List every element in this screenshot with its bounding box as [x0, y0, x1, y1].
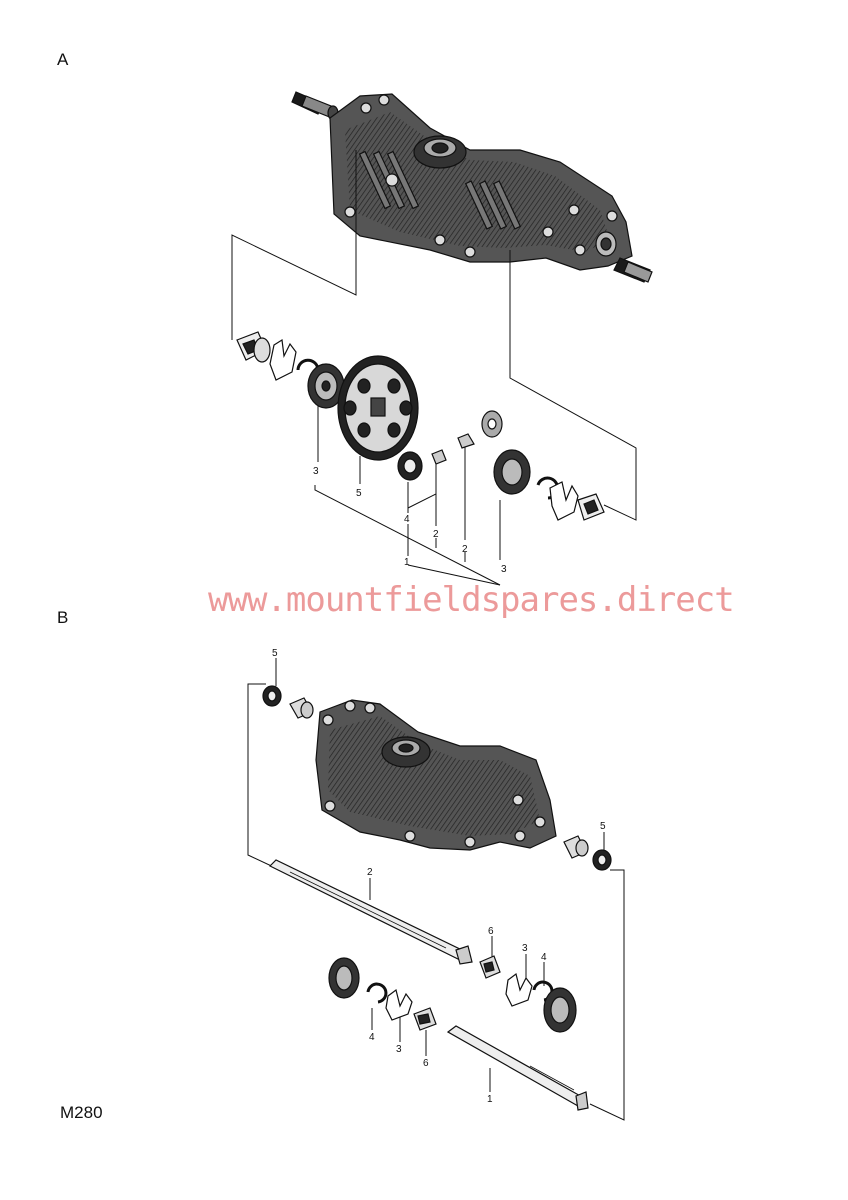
retaining-clip-right-a — [549, 481, 579, 521]
clip-3-upper-b — [505, 972, 533, 1007]
large-gear-5-a — [337, 355, 419, 461]
input-shaft-stub-a — [291, 91, 339, 121]
gear-3-right-a — [493, 449, 531, 495]
clip-3-lower-b — [385, 988, 413, 1021]
section-label-b: B — [57, 608, 69, 627]
housing-boss-a — [413, 135, 467, 169]
bearing-right-a — [481, 410, 503, 438]
thrust-block-6-lower-b — [413, 1007, 437, 1031]
callout-b-3-lower: 3 — [396, 1044, 402, 1055]
thrust-block-6-upper-b — [479, 955, 501, 979]
assembly-lines-a — [231, 150, 637, 586]
callout-b-4-upper: 4 — [541, 952, 547, 963]
parts-b — [262, 685, 612, 1111]
callout-b-6-lower: 6 — [423, 1058, 429, 1069]
callout-b-4-lower: 4 — [369, 1032, 375, 1043]
housing-boss-b — [381, 736, 431, 768]
thrust-block-right-a — [577, 493, 605, 521]
callout-a-5: 5 — [356, 488, 362, 499]
circlip-4-lower-b — [366, 982, 388, 1004]
callout-a-1: 1 — [404, 557, 410, 568]
cooling-fins-a — [358, 150, 522, 230]
output-shaft-stub-a — [595, 231, 653, 283]
callout-a-4: 4 — [404, 514, 410, 525]
callout-b-1: 1 — [487, 1094, 493, 1105]
bushing-2-upper-a — [457, 433, 475, 449]
callout-a-3-left: 3 — [313, 466, 319, 477]
callout-b-2: 2 — [367, 867, 373, 878]
seal-5-right-b — [592, 849, 612, 871]
callout-b-3-upper: 3 — [522, 943, 528, 954]
callout-a-2-right: 2 — [462, 544, 468, 555]
callout-a-2-left: 2 — [433, 529, 439, 540]
gear-left-b — [328, 957, 360, 999]
retaining-clip-left-a — [269, 338, 297, 381]
page-code: M280 — [60, 1103, 103, 1122]
shaft-1-b — [446, 1025, 589, 1111]
callout-b-6-upper: 6 — [488, 926, 494, 937]
thrust-block-left-a — [236, 331, 271, 363]
callouts-a: 3 5 4 1 2 2 3 — [313, 466, 507, 575]
shaft-2-b — [268, 859, 473, 965]
callout-a-3-right: 3 — [501, 564, 507, 575]
bearing-left-b — [289, 697, 314, 719]
bearing-4-a — [397, 451, 423, 481]
assembly-lines-b — [247, 658, 625, 1121]
seal-5-left-b — [262, 685, 282, 707]
gear-3-left-a — [307, 363, 345, 409]
callouts-b: 5 5 2 6 3 4 4 3 6 1 — [272, 648, 606, 1105]
bolt-bosses-a — [344, 94, 618, 258]
bushing-2-lower-a — [431, 449, 447, 465]
bearing-right-b — [563, 835, 589, 859]
callout-b-5-left: 5 — [272, 648, 278, 659]
callout-b-5-right: 5 — [600, 821, 606, 832]
section-label-a: A — [57, 50, 69, 69]
housing-a — [291, 91, 653, 283]
bolt-bosses-b — [322, 700, 546, 848]
parts-a — [236, 331, 605, 521]
housing-b — [315, 699, 557, 851]
gear-right-b — [543, 987, 577, 1033]
watermark: www.mountfieldspares.direct — [208, 580, 735, 620]
